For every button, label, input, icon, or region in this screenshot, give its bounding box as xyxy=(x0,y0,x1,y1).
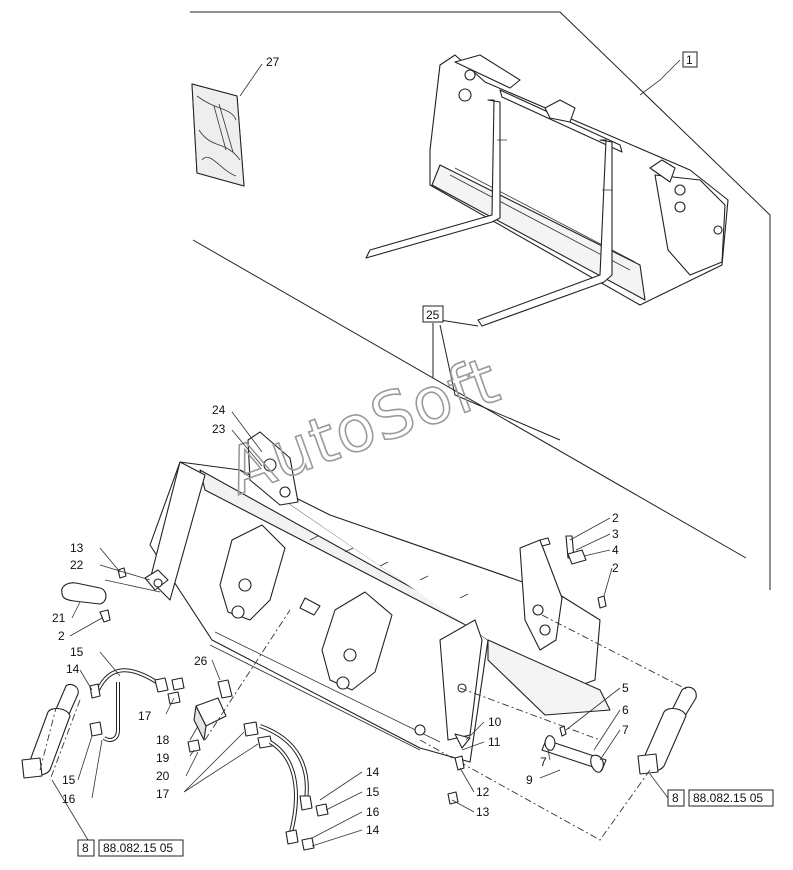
callout-3: 3 xyxy=(612,527,619,541)
callout-24: 24 xyxy=(212,403,226,417)
callout-9: 9 xyxy=(526,773,533,787)
callout-23: 23 xyxy=(212,422,226,436)
callout-16-left: 16 xyxy=(62,792,76,806)
pallet-fork-attachment xyxy=(365,54,729,327)
callout-16-mid: 16 xyxy=(366,805,380,819)
callout-13-right: 13 xyxy=(476,805,490,819)
callout-11: 11 xyxy=(488,735,501,749)
reference-right-code: 88.082.15 05 xyxy=(693,791,763,805)
hydraulic-hoses-left xyxy=(21,668,185,781)
callout-labels: 27 1 25 24 23 2 3 4 2 13 22 21 2 15 14 2… xyxy=(52,51,698,837)
left-small-parts xyxy=(61,567,161,623)
leader-lines xyxy=(51,59,681,847)
reference-left-index: 8 xyxy=(82,841,89,855)
callout-27: 27 xyxy=(266,55,280,69)
callout-6: 6 xyxy=(622,703,629,717)
loader-bucket xyxy=(144,431,611,763)
reference-right-code-box xyxy=(688,789,774,807)
pin-hardware-upper-right xyxy=(539,535,607,609)
callout-box-25 xyxy=(422,305,444,323)
callout-2-left: 2 xyxy=(58,629,65,643)
callout-15-top: 15 xyxy=(70,645,84,659)
callout-1: 1 xyxy=(686,53,693,67)
callout-25: 25 xyxy=(426,308,440,322)
reference-left: 8 88.082.15 05 xyxy=(77,839,184,857)
callout-2-top: 2 xyxy=(612,511,619,525)
valve-block xyxy=(187,609,291,753)
callout-17-mid: 17 xyxy=(138,709,152,723)
callout-5: 5 xyxy=(622,681,629,695)
callout-21: 21 xyxy=(52,611,66,625)
reference-left-code: 88.082.15 05 xyxy=(103,841,173,855)
callout-12: 12 xyxy=(476,785,490,799)
callout-14-low: 14 xyxy=(366,823,380,837)
callout-14-left: 14 xyxy=(66,662,80,676)
callout-10: 10 xyxy=(488,715,502,729)
reference-right-index: 8 xyxy=(672,791,679,805)
reference-left-index-box xyxy=(77,839,95,857)
callout-17-low: 17 xyxy=(156,787,170,801)
reference-left-code-box xyxy=(98,839,184,857)
reference-right-index-box xyxy=(667,789,685,807)
callout-box-1 xyxy=(682,51,698,68)
kit-frame-lines xyxy=(190,11,771,590)
watermark-text: AutoSoft xyxy=(218,344,509,510)
callout-13-left: 13 xyxy=(70,541,84,555)
operator-manual xyxy=(191,83,245,187)
callout-15-mid: 15 xyxy=(366,785,380,799)
reference-right: 8 88.082.15 05 xyxy=(667,789,774,807)
right-cylinder-and-pins xyxy=(419,614,697,841)
callout-4: 4 xyxy=(612,543,619,557)
callout-7-left: 7 xyxy=(540,755,547,769)
callout-26: 26 xyxy=(194,654,208,668)
kit-25-lines xyxy=(432,319,561,441)
callout-18: 18 xyxy=(156,733,170,747)
hydraulic-hoses-right xyxy=(243,721,329,851)
callout-15-left: 15 xyxy=(62,773,76,787)
callout-22: 22 xyxy=(70,558,84,572)
callout-14-mid: 14 xyxy=(366,765,380,779)
callout-20: 20 xyxy=(156,769,170,783)
callout-7-right: 7 xyxy=(622,723,629,737)
callout-19: 19 xyxy=(156,751,170,765)
callout-2-right: 2 xyxy=(612,561,619,575)
